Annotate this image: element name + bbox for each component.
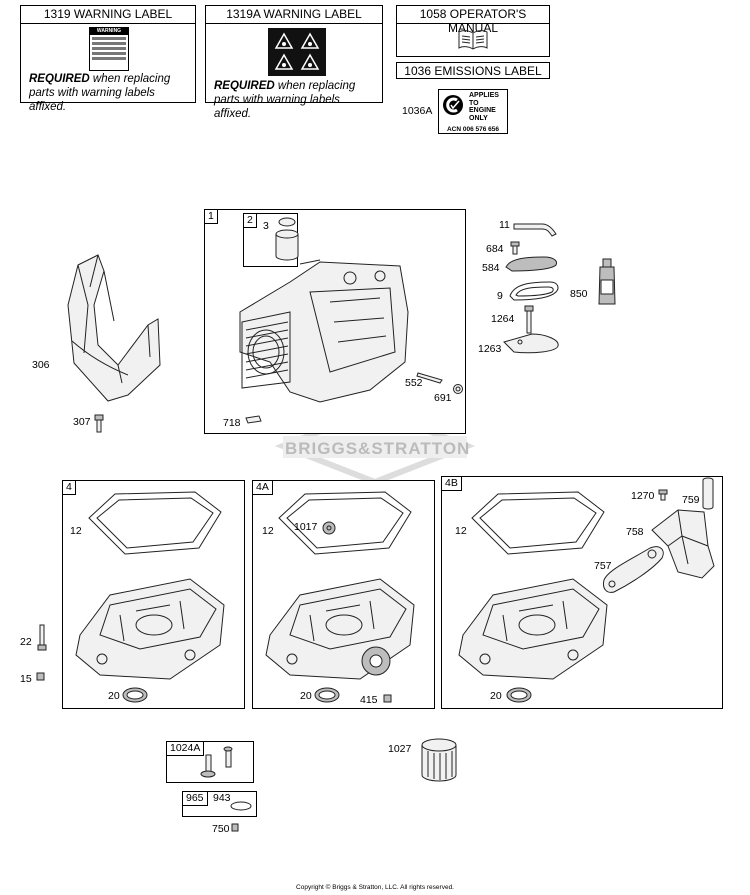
plug-15-drawing [36, 672, 45, 681]
reed-valve-1263-drawing [503, 333, 559, 354]
callout-1017: 1017 [294, 521, 318, 533]
warning-decal-header: WARNING [90, 28, 128, 35]
callout-box-2: 2 [243, 213, 257, 228]
bolt-22-drawing [37, 624, 47, 651]
warning-label-1319A-note: REQUIRED when replacing parts with warni… [214, 80, 356, 120]
callout-552: 552 [405, 377, 423, 389]
warning-label-1319A-box: 1319A WARNING LABEL REQUIRED when replac… [205, 5, 383, 120]
kit-1024A-drawing [200, 746, 233, 778]
breather-cover-584-drawing [505, 256, 557, 272]
warning-decal-pictograms [268, 28, 326, 76]
pin-759-drawing [702, 477, 714, 510]
callout-415: 415 [360, 694, 378, 706]
screw-1270-drawing [658, 489, 668, 501]
callout-750: 750 [212, 823, 230, 835]
callout-943: 943 [213, 792, 231, 804]
callout-584: 584 [482, 262, 500, 274]
callout-758: 758 [626, 526, 644, 538]
seal-20-drawing-4A [314, 687, 340, 703]
sump-drawing-4 [75, 578, 225, 680]
governor-757-drawing [603, 546, 664, 593]
callout-20-box4A: 20 [300, 690, 312, 702]
fitting-750-drawing [231, 823, 239, 832]
sealant-tube-850-drawing [598, 258, 616, 305]
callout-box-1024A: 1024A [166, 741, 205, 756]
screw-307-drawing [94, 414, 104, 433]
oil-filter-1027-drawing [421, 738, 457, 782]
emissions-decal-line1: APPLIES [469, 92, 499, 99]
sump-gasket-drawing-4B [471, 491, 605, 555]
sump-gasket-drawing-4 [88, 491, 222, 555]
shroud-part-drawing [67, 254, 161, 402]
callout-691: 691 [434, 392, 452, 404]
pin-718-drawing [245, 415, 262, 424]
bolt-1264-drawing [524, 305, 534, 334]
callout-12-box4B: 12 [455, 525, 467, 537]
callout-3: 3 [263, 220, 269, 232]
callout-box-1: 1 [204, 209, 218, 224]
callout-box-4B: 4B [441, 476, 462, 491]
breather-tube-11-drawing [513, 223, 557, 237]
seal-and-sleeve-drawing [275, 217, 299, 261]
gasket-9-drawing [509, 281, 559, 301]
callout-box-4: 4 [62, 480, 76, 495]
warning-label-1319A-title: 1319A WARNING LABEL [226, 7, 362, 21]
emissions-decal-line4: ONLY [469, 114, 488, 122]
ring-943-drawing [230, 801, 252, 811]
callout-1263: 1263 [478, 343, 502, 355]
callout-759: 759 [682, 494, 700, 506]
callout-1264: 1264 [491, 313, 515, 325]
callout-box-965: 965 [182, 791, 208, 806]
emissions-decal-line3: ENGINE [469, 107, 496, 114]
seal-20-drawing-4B [506, 687, 532, 703]
seal-691-drawing [453, 384, 463, 394]
warning-label-1319-box: 1319 WARNING LABEL WARNING REQUIRED when… [20, 5, 196, 113]
sump-drawing-4A [265, 578, 415, 680]
c-check-logo-icon [443, 95, 463, 115]
emissions-decal-line2: TO [469, 99, 479, 107]
dowel-pin-552-drawing [416, 372, 443, 384]
balancer-758-drawing [651, 509, 715, 579]
callout-20-box4: 20 [108, 690, 120, 702]
seal-20-drawing-4 [122, 687, 148, 703]
sump-drawing-4B [458, 578, 608, 680]
callout-1027: 1027 [388, 743, 412, 755]
oil-pump-1017-drawing [322, 521, 336, 535]
copyright-notice: Copyright © Briggs & Stratton, LLC. All … [296, 884, 454, 891]
callout-718: 718 [223, 417, 241, 429]
emissions-label-1036-title: 1036 EMISSIONS LABEL [404, 64, 542, 78]
warning-decal-image: WARNING [89, 27, 129, 71]
callout-11: 11 [499, 219, 510, 231]
callout-15: 15 [20, 673, 32, 685]
sump-gasket-drawing-4A [278, 491, 412, 555]
callout-850: 850 [570, 288, 588, 300]
callout-12-box4: 12 [70, 525, 82, 537]
screw-684-drawing [510, 241, 520, 255]
operators-manual-1058-box: 1058 OPERATOR'S MANUAL [396, 5, 550, 57]
warning-label-1319-note: REQUIRED when replacing parts with warni… [29, 73, 171, 113]
plug-415-drawing [383, 694, 392, 703]
callout-757: 757 [594, 560, 612, 572]
callout-20-box4B: 20 [490, 690, 502, 702]
emissions-label-1036-box: 1036 EMISSIONS LABEL [396, 62, 550, 79]
callout-22: 22 [20, 636, 32, 648]
callout-12-box4A: 12 [262, 525, 274, 537]
callout-9: 9 [497, 290, 503, 302]
cylinder-block-drawing [239, 259, 409, 403]
callout-307: 307 [73, 416, 91, 428]
callout-306: 306 [32, 359, 50, 371]
emissions-decal-acn: ACN 006 576 656 [446, 126, 500, 133]
callout-684: 684 [486, 243, 504, 255]
open-book-icon [458, 30, 488, 50]
callout-1270: 1270 [631, 490, 655, 502]
emissions-decal-1036A: APPLIES TO ENGINE ONLY ACN 006 576 656 [438, 89, 508, 134]
callout-box-4A: 4A [252, 480, 273, 495]
warning-label-1319-title: 1319 WARNING LABEL [43, 7, 173, 21]
emissions-1036A-callout: 1036A [402, 105, 433, 117]
watermark-text: BRIGGS&STRATTON [285, 439, 471, 458]
